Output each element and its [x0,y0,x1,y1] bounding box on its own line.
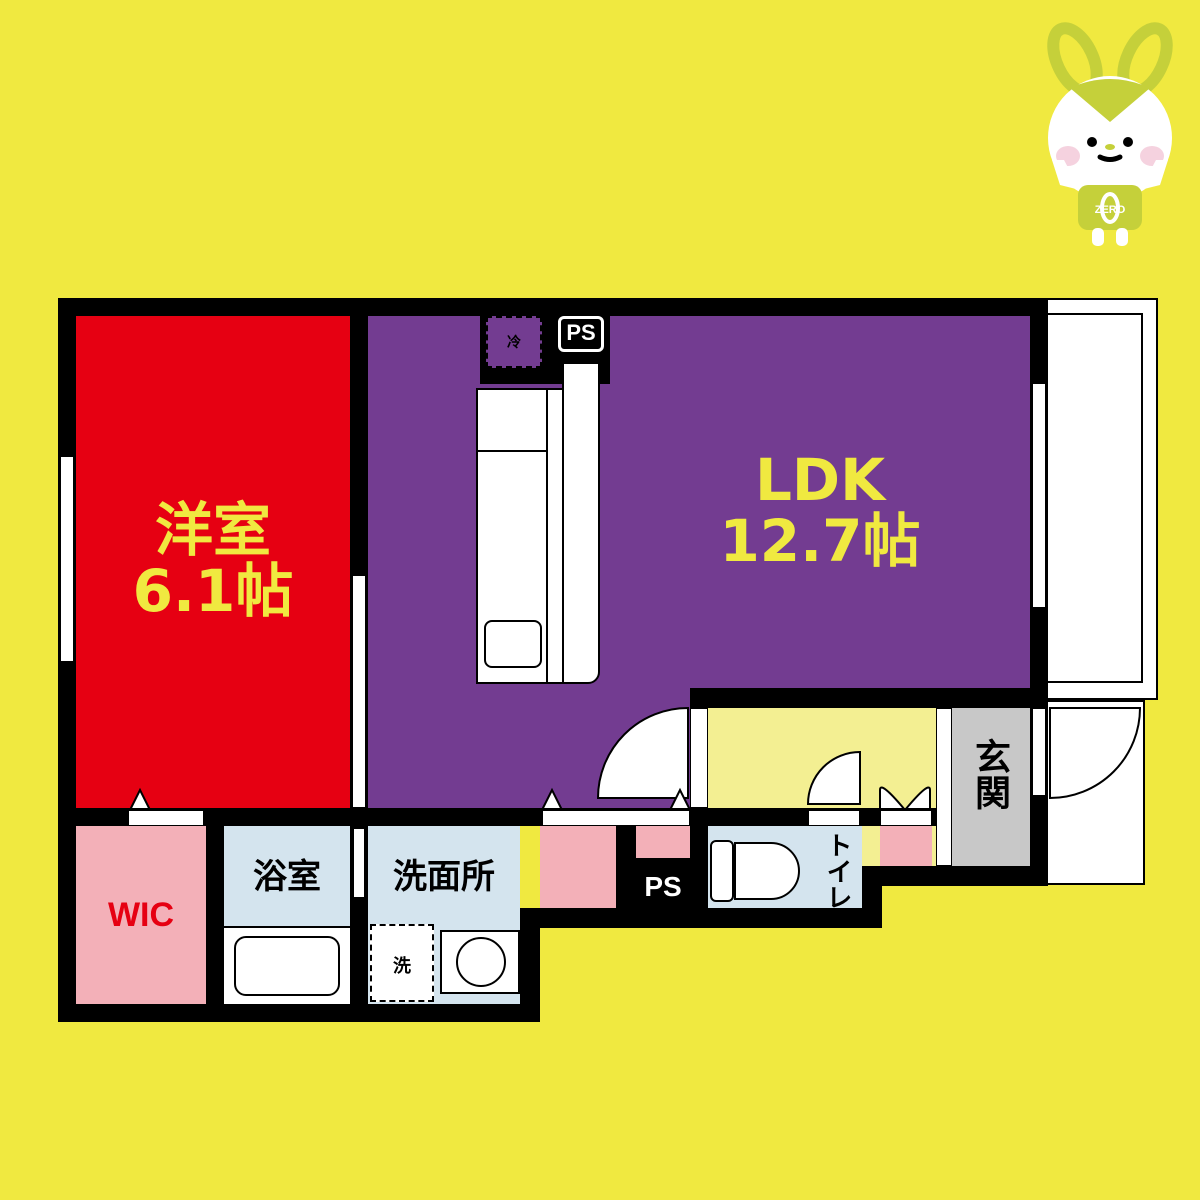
toilet-bowl [734,842,800,900]
room-label-bathroom: 浴室 [253,857,321,897]
fridge-space: 冷 [486,316,542,368]
room-name: 洋室 [154,496,271,564]
kitchen-counter [476,388,564,684]
room-name: LDK [754,446,886,514]
wall [58,298,1048,316]
toilet-tank [710,840,734,902]
entrance-door[interactable] [1032,708,1046,796]
bathtub-area [224,926,350,1004]
mascot-logo: ZERO [1030,10,1190,250]
window [1032,383,1046,608]
wall [520,908,540,1022]
wall [690,688,1030,708]
wall [206,826,224,1004]
room-label-entrance: 玄関 [969,738,1010,810]
wall [862,866,882,928]
sink-icon [484,620,542,668]
room-bathroom [224,826,350,926]
washbasin [440,930,520,994]
room-label-western: 洋室 6.1帖 [76,500,350,622]
closet [540,826,616,908]
closet-door[interactable] [542,810,690,826]
wall [862,866,1048,886]
washer-label: 洗 [393,956,411,977]
washer-space: 洗 [370,924,434,1002]
door[interactable] [690,708,708,808]
bathroom-door[interactable] [353,828,365,898]
room-entrance [952,708,1030,866]
balcony [1045,298,1158,700]
kitchen-counter [562,362,600,684]
wall [690,826,708,916]
room-label-ldk: LDK 12.7帖 [700,450,940,572]
bathtub-icon [234,936,340,996]
room-size: 6.1帖 [132,556,294,625]
step [936,708,952,866]
pipe-space-top: PS [558,316,604,352]
shoe-closet-door[interactable] [880,810,932,826]
room-size: 12.7帖 [719,506,921,575]
window [60,456,74,662]
room-label-toilet: トイレ [822,832,852,910]
fridge-label: 冷 [507,335,521,351]
mascot-icon: ZERO [1047,22,1173,246]
wall [58,1004,540,1022]
room-wic [76,826,206,1004]
pipe-space-bottom: PS [636,870,690,906]
room-label-wic: WIC [107,896,175,934]
svg-text:ZERO: ZERO [1095,204,1126,216]
entry-porch [1045,700,1145,885]
shoe-closet [880,826,932,866]
wall [616,826,636,908]
closet [636,826,690,858]
closet-door[interactable] [128,810,204,826]
basin-icon [456,937,506,987]
room-western [76,316,350,808]
sliding-door[interactable] [352,575,366,808]
door[interactable] [808,810,860,826]
room-label-washroom: 洗面所 [393,857,495,897]
wall [520,908,880,928]
